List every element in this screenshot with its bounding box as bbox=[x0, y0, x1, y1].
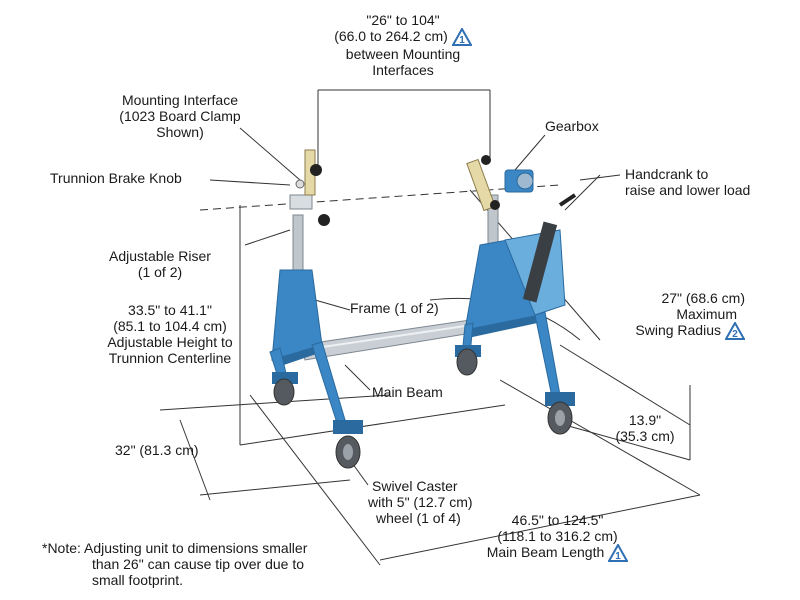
span-line-1: "26" to 104" bbox=[366, 12, 440, 28]
caster-ext-top bbox=[559, 344, 691, 426]
right-frame bbox=[461, 155, 577, 398]
leader-frame bbox=[314, 299, 351, 311]
caster-height-label: 13.9" (35.3 cm) bbox=[605, 412, 685, 444]
note-line-3: small footprint. bbox=[92, 572, 184, 588]
riser-line-1: Adjustable Riser bbox=[109, 248, 211, 264]
riser-line-2: (1 of 2) bbox=[137, 264, 183, 280]
leader-gearbox bbox=[514, 134, 546, 171]
trunnion-brake-knob-label: Trunnion Brake Knob bbox=[50, 170, 182, 186]
width-ext-line bbox=[199, 479, 351, 496]
beam-length-line-1: 46.5" to 124.5" bbox=[511, 512, 604, 528]
svg-text:2: 2 bbox=[732, 329, 738, 340]
warning-2-icon: 2 bbox=[725, 322, 745, 341]
leader-beam bbox=[344, 364, 371, 391]
trunnion-centerline bbox=[199, 184, 561, 211]
main-beam-label: Main Beam bbox=[372, 384, 443, 400]
caster-rear-right bbox=[455, 345, 481, 376]
swivel-line-2: with 5" (12.7 cm) bbox=[368, 494, 473, 510]
leader-riser bbox=[244, 229, 291, 246]
main-beam bbox=[299, 319, 479, 361]
swivel-line-1: Swivel Caster bbox=[372, 478, 458, 494]
handcrank-label: Handcrank to raise and lower load bbox=[625, 166, 750, 198]
leader-handcrank-2 bbox=[564, 174, 601, 211]
beam-length-ext-right bbox=[499, 379, 701, 496]
caster-ext-bottom bbox=[564, 424, 691, 461]
mounting-line-3: Shown) bbox=[156, 124, 204, 140]
floor-line-a bbox=[159, 394, 391, 411]
height-line-3: Adjustable Height to bbox=[107, 334, 233, 350]
caster-rear-left bbox=[272, 372, 298, 406]
caster-front-left bbox=[333, 420, 363, 469]
beam-length-label: 46.5" to 124.5" (118.1 to 316.2 cm) Main… bbox=[470, 512, 645, 563]
beam-length-dim bbox=[379, 494, 701, 561]
gearbox-label: Gearbox bbox=[545, 118, 599, 134]
height-line-2: (85.1 to 104.4 cm) bbox=[113, 318, 227, 334]
beam-length-line-2: (118.1 to 316.2 cm) bbox=[497, 528, 618, 544]
caster-front-right bbox=[545, 392, 575, 435]
floor-line-b bbox=[239, 404, 506, 446]
width-dim-line bbox=[179, 419, 211, 501]
leader-mounting bbox=[239, 127, 301, 181]
width-label: 32" (81.3 cm) bbox=[115, 442, 199, 458]
swivel-caster-label: Swivel Caster with 5" (12.7 cm) wheel (1… bbox=[368, 478, 473, 526]
handcrank-line-2: raise and lower load bbox=[625, 182, 751, 198]
caster-height-line-2: (35.3 cm) bbox=[615, 428, 675, 444]
dimension-lines bbox=[159, 89, 701, 566]
warning-1-icon: 1 bbox=[451, 28, 472, 47]
span-label: "26" to 104" (66.0 to 264.2 cm)1 between… bbox=[328, 12, 478, 78]
swivel-line-3: wheel (1 of 4) bbox=[376, 510, 461, 526]
frame-label: Frame (1 of 2) bbox=[350, 300, 439, 316]
mounting-line-2: (1023 Board Clamp bbox=[119, 108, 241, 124]
svg-text:1: 1 bbox=[459, 35, 465, 46]
warning-3-icon: 1 bbox=[608, 544, 629, 563]
handcrank-line-1: Handcrank to bbox=[625, 166, 709, 182]
adjustable-riser-label: Adjustable Riser (1 of 2) bbox=[80, 248, 240, 280]
note-line-1: *Note: Adjusting unit to dimensions smal… bbox=[42, 540, 308, 556]
height-line-1: 33.5" to 41.1" bbox=[128, 302, 212, 318]
note-line-2: than 26" can cause tip over due to bbox=[92, 556, 305, 572]
leader-brake bbox=[209, 179, 291, 186]
height-label: 33.5" to 41.1" (85.1 to 104.4 cm) Adjust… bbox=[80, 302, 260, 366]
swing-line-2: Maximum bbox=[676, 306, 737, 322]
beam-length-ext-left bbox=[249, 394, 381, 566]
mounting-line-1: Mounting Interface bbox=[122, 92, 238, 108]
tip-over-note: *Note: Adjusting unit to dimensions smal… bbox=[42, 540, 307, 588]
span-line-4: Interfaces bbox=[372, 62, 434, 79]
left-frame bbox=[269, 149, 346, 424]
swing-line-1: 27" (68.6 cm) bbox=[661, 290, 745, 306]
mounting-interface-label: Mounting Interface (1023 Board Clamp Sho… bbox=[110, 92, 250, 140]
height-line-4: Trunnion Centerline bbox=[108, 350, 232, 366]
caster-height-line-1: 13.9" bbox=[628, 412, 662, 428]
leader-handcrank bbox=[579, 174, 621, 181]
span-line-2: (66.0 to 264.2 cm)1 bbox=[328, 28, 478, 47]
svg-text:1: 1 bbox=[615, 551, 621, 562]
span-line-3: between Mounting bbox=[345, 46, 461, 63]
